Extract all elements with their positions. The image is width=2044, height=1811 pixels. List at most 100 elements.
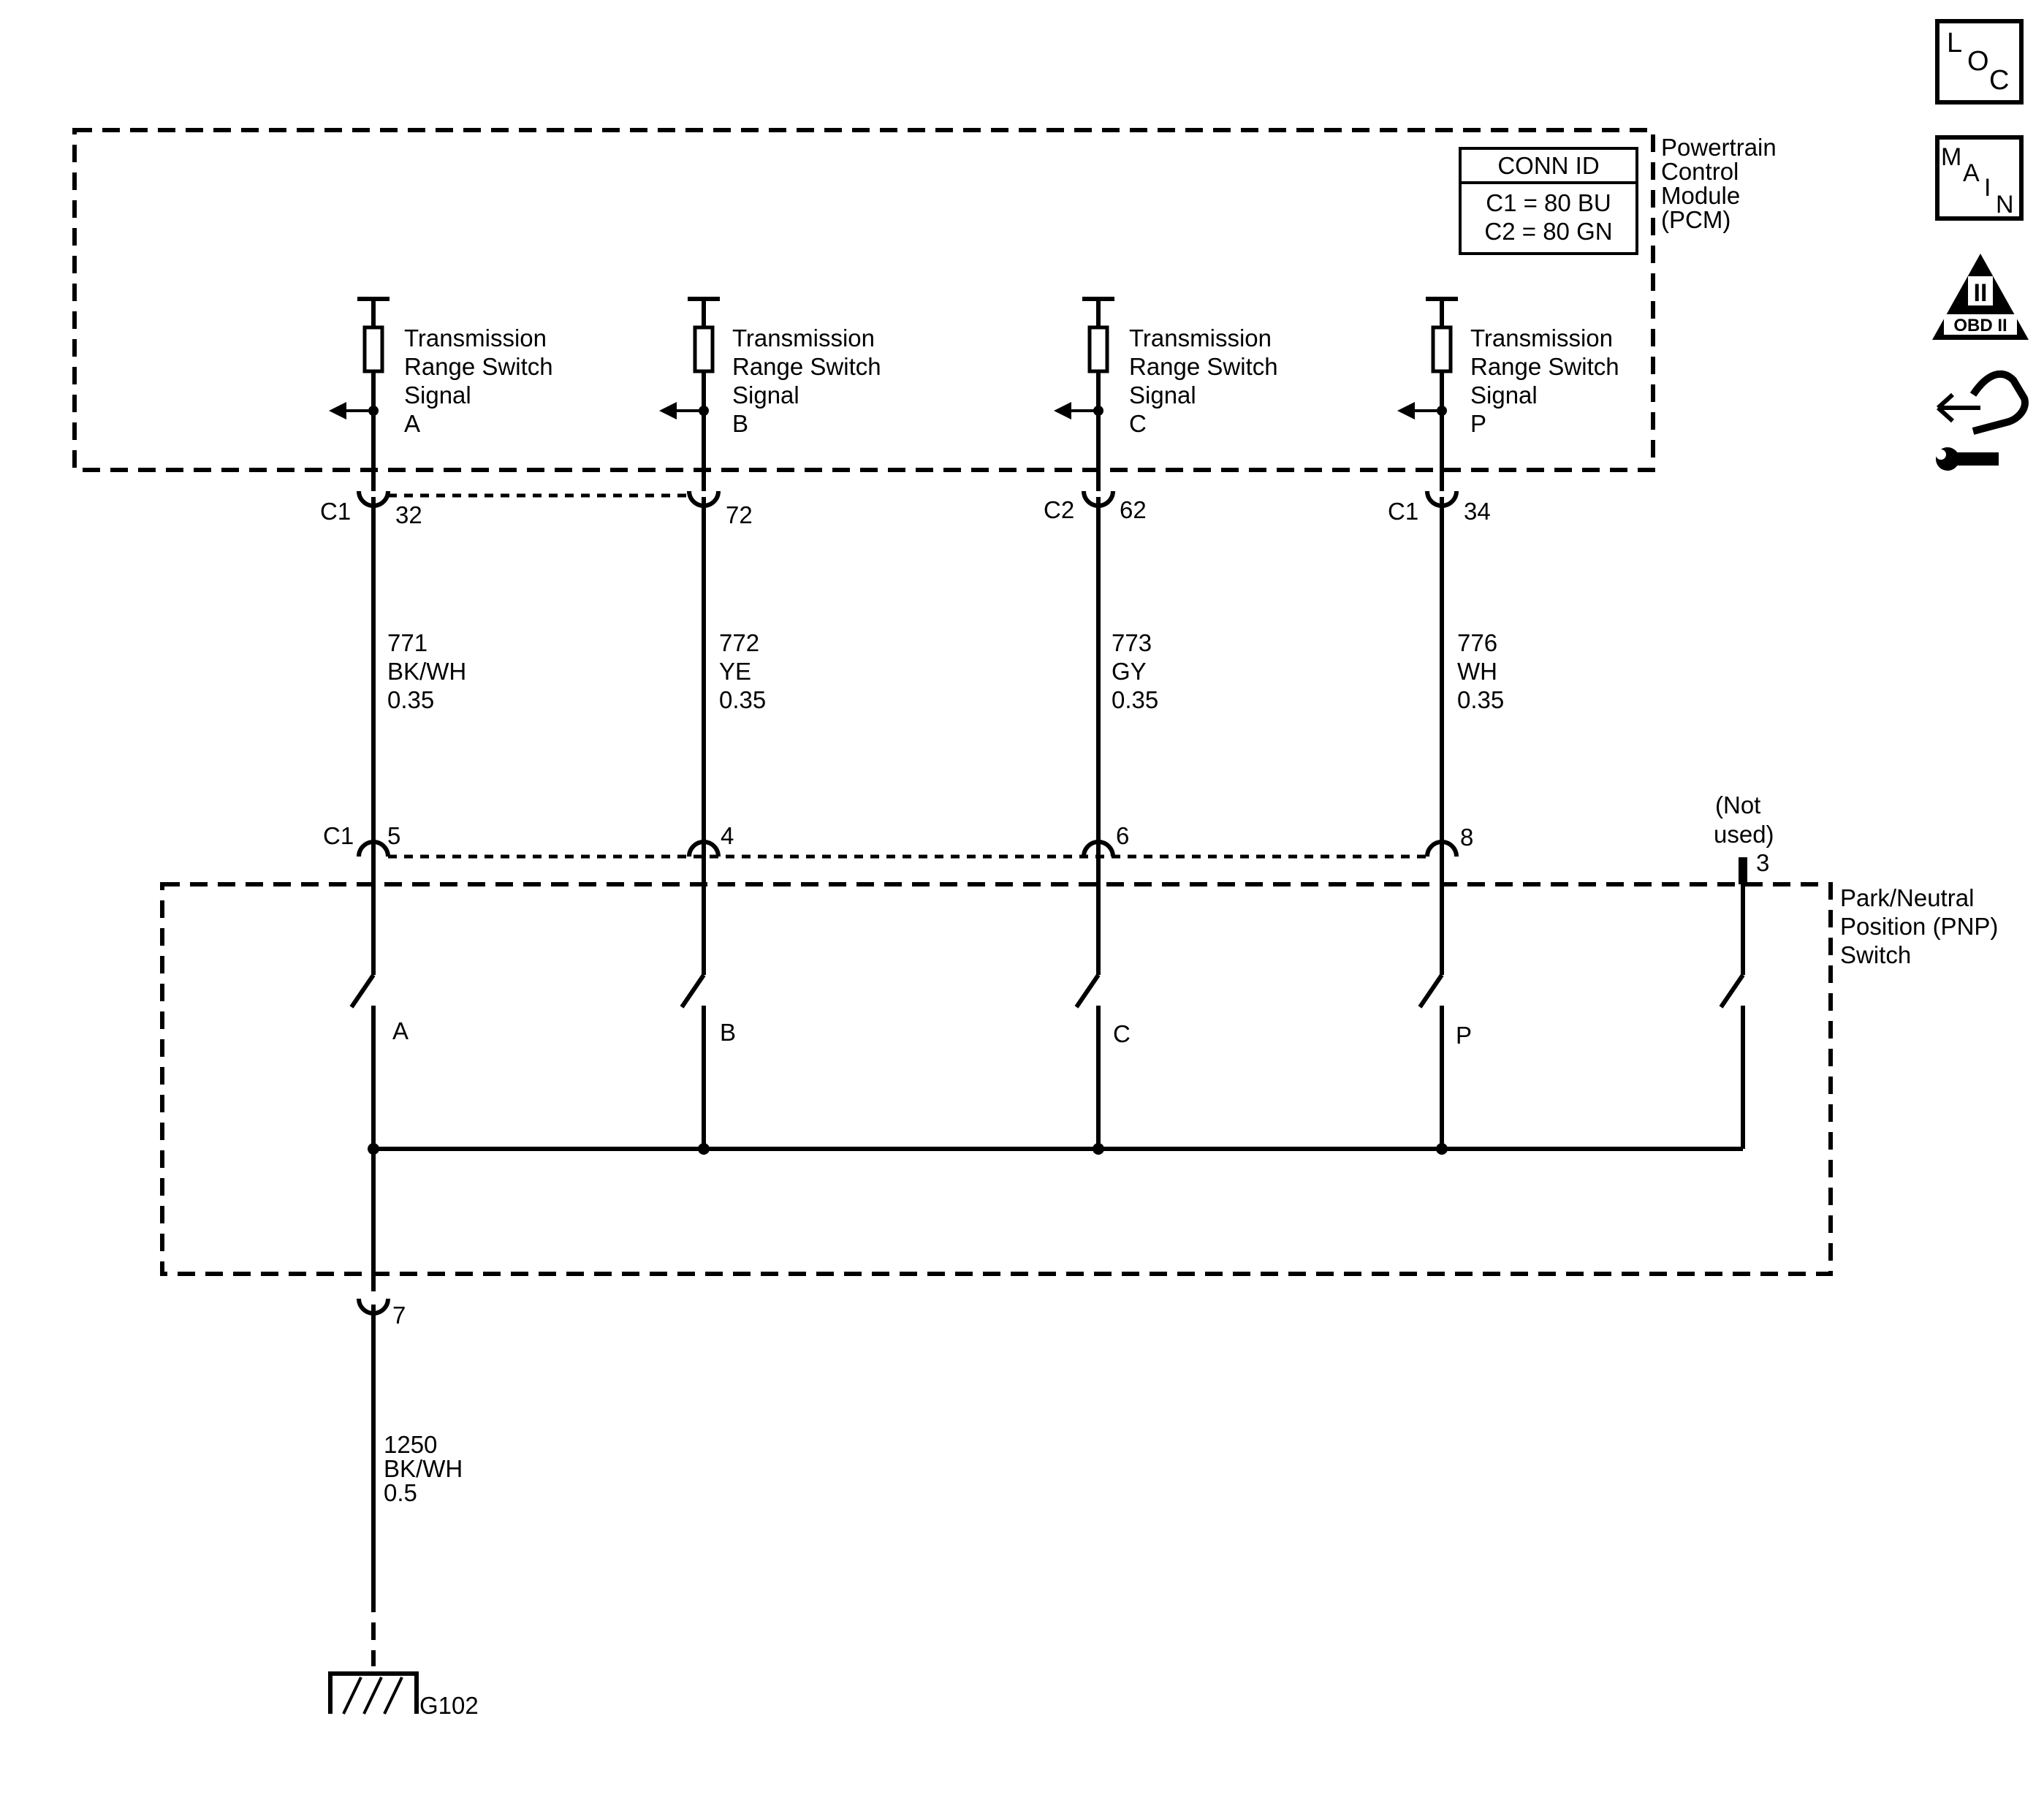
svg-text:I: I xyxy=(1984,174,1991,202)
pnp-connector-id: C1 xyxy=(323,822,354,849)
signal-out-arrow-icon xyxy=(329,402,346,419)
loc-icon[interactable]: L O C xyxy=(1935,19,2024,105)
wire-color-b: YE xyxy=(719,658,751,685)
switch-c-contact xyxy=(1074,973,1101,1009)
obd-ii-icon[interactable]: II OBD II xyxy=(1932,254,2029,340)
switch-p-label: P xyxy=(1456,1022,1472,1049)
wire-color-a: BK/WH xyxy=(387,658,466,685)
signal-b-line-3: Signal xyxy=(732,381,799,409)
signal-c-id: C xyxy=(1129,410,1147,437)
pnp-connector-b xyxy=(687,840,721,857)
signal-b-id: B xyxy=(732,410,748,437)
svg-text:Position (PNP): Position (PNP) xyxy=(1840,913,1998,940)
switch-b-label: B xyxy=(720,1019,736,1046)
svg-text:L: L xyxy=(1947,28,1962,58)
switch-b-contact xyxy=(680,973,706,1009)
unused-label-line-1: (Not xyxy=(1715,791,1760,819)
ground-wire-color: BK/WH xyxy=(384,1455,463,1482)
svg-text:A: A xyxy=(1963,159,1980,187)
svg-text:Park/Neutral: Park/Neutral xyxy=(1840,884,1974,911)
circuit-number-p: 776 xyxy=(1457,629,1497,656)
chassis-ground-icon xyxy=(328,1671,419,1715)
signal-p-id: P xyxy=(1470,410,1486,437)
wire-gauge-p: 0.35 xyxy=(1457,686,1504,713)
conn-id-row-c1: C1 = 80 BU xyxy=(1486,189,1611,216)
pnp-pin-p: 8 xyxy=(1460,824,1473,851)
signal-out-arrow-icon xyxy=(659,402,677,419)
svg-text:Switch: Switch xyxy=(1840,941,1911,968)
pnp-switch-boundary xyxy=(160,882,1833,1276)
circuit-number-c: 773 xyxy=(1112,629,1152,656)
ground-circuit: 7 1250 BK/WH 0.5 G102 xyxy=(328,1149,479,1719)
signal-c-line-2: Range Switch xyxy=(1129,353,1278,380)
wire-gauge-b: 0.35 xyxy=(719,686,766,713)
switch-p-contact xyxy=(1418,973,1444,1009)
pnp-pin-b: 4 xyxy=(721,822,734,849)
svg-text:Powertrain: Powertrain xyxy=(1661,134,1777,161)
pnp-label: Park/Neutral Position (PNP) Switch xyxy=(1840,884,1998,968)
svg-text:II: II xyxy=(1974,279,1988,307)
signal-c-line-1: Transmission xyxy=(1129,324,1272,352)
signal-out-arrow-icon xyxy=(1397,402,1415,419)
signal-a-line-3: Signal xyxy=(404,381,471,409)
pcm-pin-a: 32 xyxy=(395,501,422,528)
signal-p-line-3: Signal xyxy=(1470,381,1538,409)
signal-a-line-2: Range Switch xyxy=(404,353,553,380)
svg-text:C: C xyxy=(1989,65,2009,96)
circuit-p: Transmission Range Switch Signal P C1 34… xyxy=(1388,297,1619,1149)
svg-text:M: M xyxy=(1941,143,1961,171)
ground-wire-gauge: 0.5 xyxy=(384,1479,417,1506)
wire-color-p: WH xyxy=(1457,658,1497,685)
main-icon[interactable]: M A I N xyxy=(1935,135,2024,221)
circuit-c: Transmission Range Switch Signal C C2 62… xyxy=(1044,297,1278,1149)
signal-c-line-3: Signal xyxy=(1129,381,1196,409)
switch-a-label: A xyxy=(392,1017,409,1044)
switch-a-contact xyxy=(349,973,376,1009)
wire-gauge-c: 0.35 xyxy=(1112,686,1158,713)
unused-circuit: (Not used) 3 xyxy=(1714,791,1774,1149)
conn-id-row-c2: C2 = 80 GN xyxy=(1484,218,1612,245)
pcm-pin-p: 34 xyxy=(1464,498,1491,525)
signal-p-line-2: Range Switch xyxy=(1470,353,1619,380)
circuit-a: Transmission Range Switch Signal A C1 32… xyxy=(320,297,553,1149)
ground-pin: 7 xyxy=(392,1302,406,1329)
signal-b-line-2: Range Switch xyxy=(732,353,881,380)
pcm-connector-c-id: C2 xyxy=(1044,496,1074,523)
pcm-pin-b: 72 xyxy=(726,501,753,528)
signal-a-id: A xyxy=(404,410,420,437)
signal-a-line-1: Transmission xyxy=(404,324,547,352)
switch-unused-contact xyxy=(1719,973,1745,1009)
pnp-pin-a: 5 xyxy=(387,822,400,849)
signal-out-arrow-icon xyxy=(1054,402,1071,419)
svg-text:Control: Control xyxy=(1661,158,1739,185)
pnp-connector-p xyxy=(1425,840,1459,857)
svg-text:OBD II: OBD II xyxy=(1953,316,2007,335)
pcm-connector-p-id: C1 xyxy=(1388,498,1418,525)
pcm-module-boundary xyxy=(72,128,1655,472)
wire-gauge-a: 0.35 xyxy=(387,686,434,713)
wire-color-c: GY xyxy=(1112,658,1147,685)
svg-text:N: N xyxy=(1996,191,2014,219)
pnp-pin-c: 6 xyxy=(1116,822,1129,849)
pcm-pin-c: 62 xyxy=(1120,496,1147,523)
pnp-connector-a xyxy=(357,840,390,857)
pnp-connector-c xyxy=(1082,840,1115,857)
pcm-connector-a-id: C1 xyxy=(320,498,351,525)
unused-label-line-2: used) xyxy=(1714,821,1774,848)
svg-text:O: O xyxy=(1967,46,1989,77)
unused-pin: 3 xyxy=(1756,849,1769,876)
ground-circuit-number: 1250 xyxy=(384,1431,437,1458)
conn-id-title: CONN ID xyxy=(1497,152,1599,179)
circuit-number-b: 772 xyxy=(719,629,759,656)
circuit-number-a: 771 xyxy=(387,629,428,656)
switch-c-label: C xyxy=(1113,1020,1131,1047)
svg-text:(PCM): (PCM) xyxy=(1661,206,1730,233)
svg-text:Module: Module xyxy=(1661,182,1740,209)
pcm-label: Powertrain Control Module (PCM) xyxy=(1661,134,1777,233)
diagnostic-hand-wrench-icon[interactable] xyxy=(1936,370,2029,471)
circuit-b: Transmission Range Switch Signal B 72 77… xyxy=(659,297,881,1149)
common-ground-bus xyxy=(368,1143,1743,1155)
signal-p-line-1: Transmission xyxy=(1470,324,1613,352)
signal-b-line-1: Transmission xyxy=(732,324,875,352)
